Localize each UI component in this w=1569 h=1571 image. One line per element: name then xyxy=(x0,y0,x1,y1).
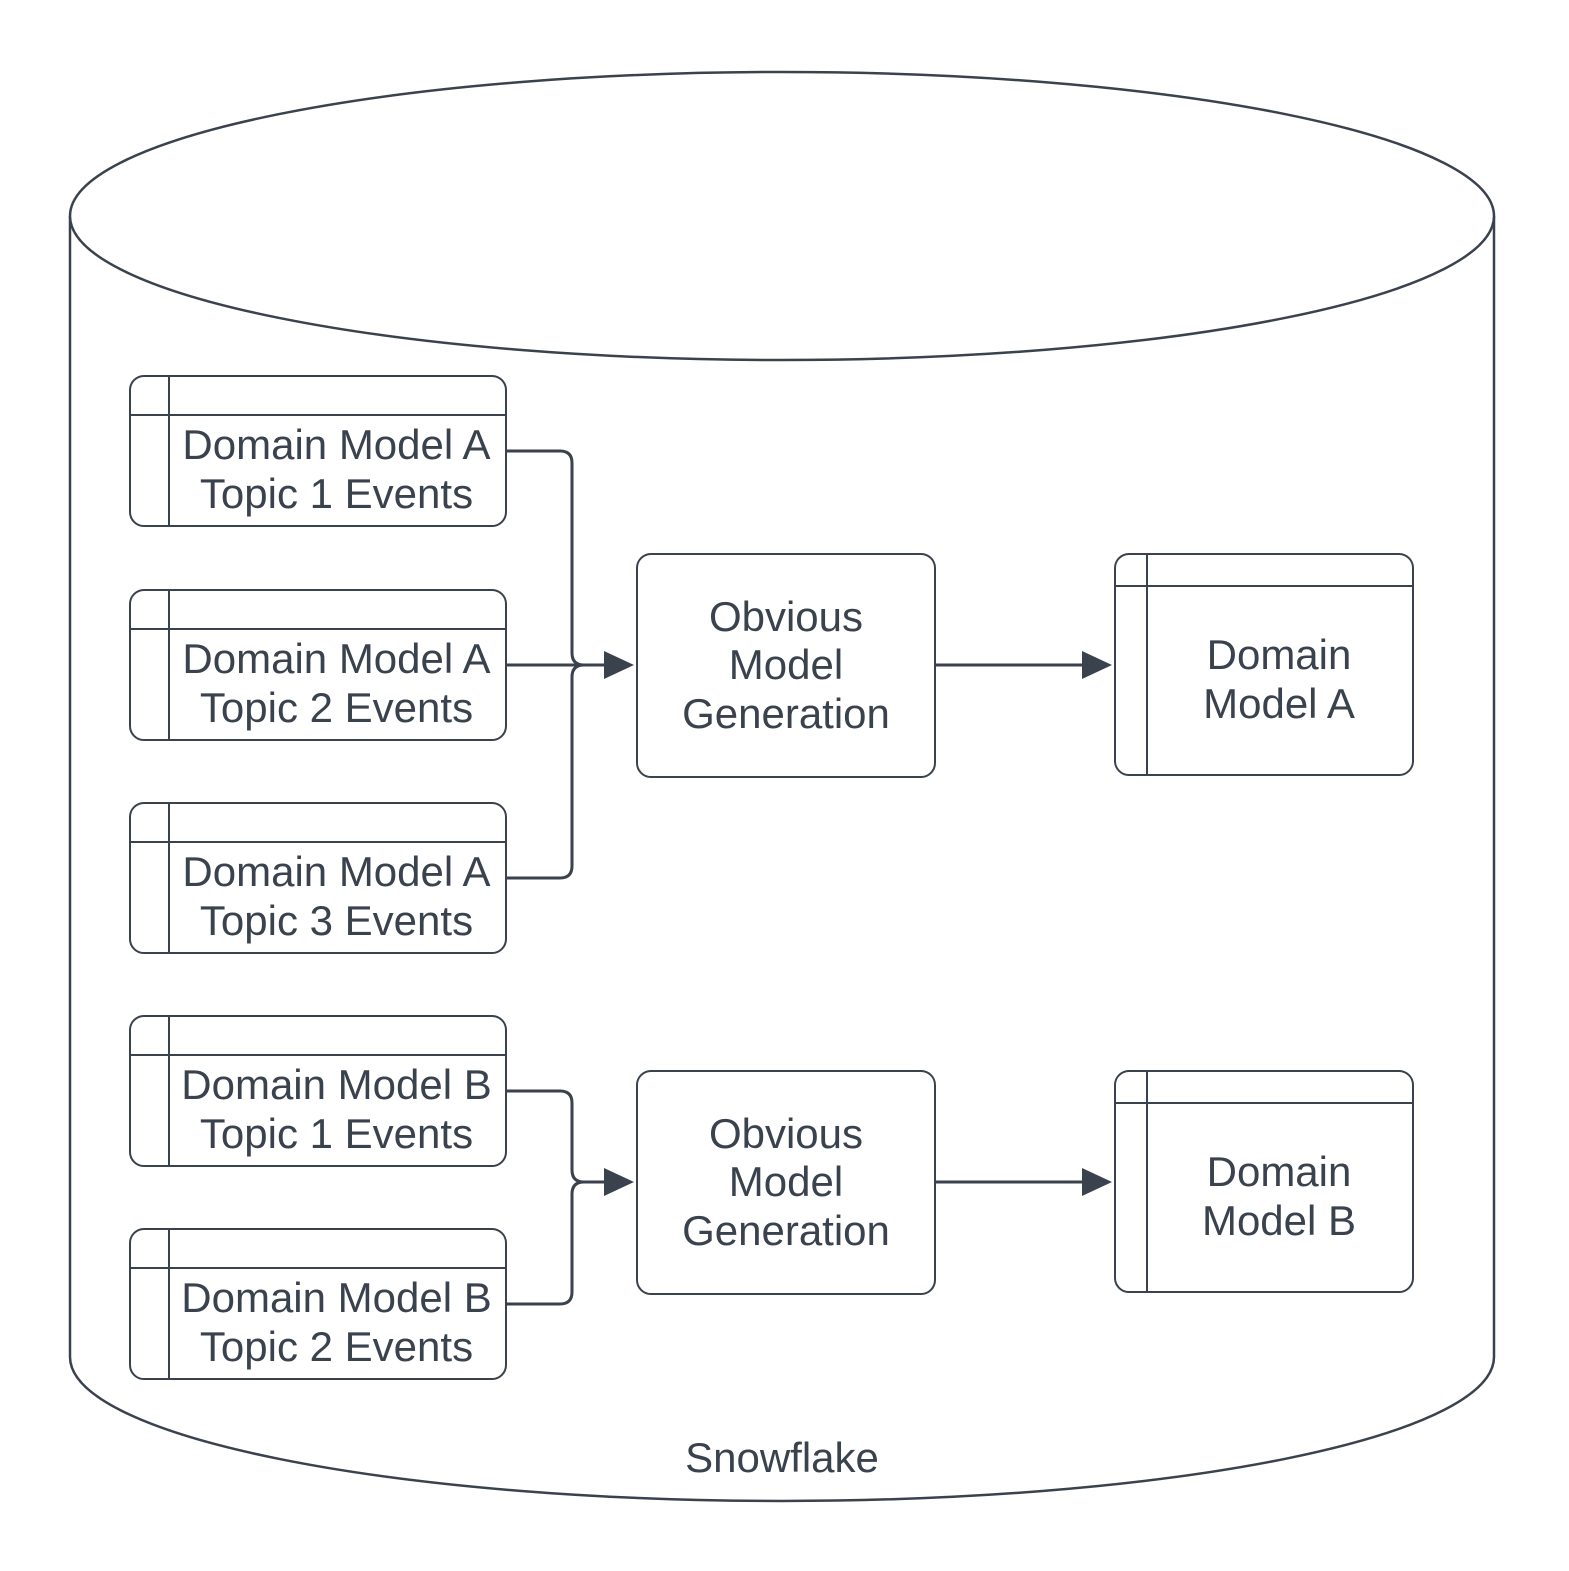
node-obvious-model-generation-b: Obvious Model Generation xyxy=(636,1070,936,1295)
node-label: Domain Model A Topic 3 Events xyxy=(182,848,491,944)
connector-b-topic-2-to-generation-b xyxy=(507,1180,585,1306)
table-header-divider xyxy=(131,628,505,630)
table-column-divider xyxy=(168,1017,170,1165)
node-domain-model-a-topic-1-events: Domain Model A Topic 1 Events xyxy=(129,375,507,527)
table-column-divider xyxy=(168,591,170,739)
node-label: Domain Model B xyxy=(1201,1148,1357,1244)
node-label: Domain Model B Topic 1 Events xyxy=(181,1061,492,1157)
node-label: Obvious Model Generation xyxy=(682,593,890,737)
node-domain-model-b: Domain Model B xyxy=(1114,1070,1414,1293)
table-header-divider xyxy=(1116,1102,1412,1104)
table-column-divider xyxy=(168,1230,170,1378)
snowflake-cylinder-label: Snowflake xyxy=(685,1434,879,1481)
table-column-divider xyxy=(1146,1072,1148,1291)
node-label: Obvious Model Generation xyxy=(682,1110,890,1254)
connector-b-topic-1-to-generation-b xyxy=(507,1089,585,1184)
node-domain-model-a-topic-2-events: Domain Model A Topic 2 Events xyxy=(129,589,507,741)
node-label: Domain Model A Topic 2 Events xyxy=(182,635,491,731)
node-label: Domain Model A Topic 1 Events xyxy=(182,421,491,517)
node-domain-model-a-topic-3-events: Domain Model A Topic 3 Events xyxy=(129,802,507,954)
node-label: Domain Model A xyxy=(1203,631,1355,727)
table-header-divider xyxy=(131,414,505,416)
arrowhead-model-a-input xyxy=(1082,651,1112,679)
arrowhead-generation-a-input xyxy=(604,651,634,679)
table-header-divider xyxy=(1116,585,1412,587)
arrowhead-model-b-input xyxy=(1082,1168,1112,1196)
table-column-divider xyxy=(168,804,170,952)
node-domain-model-b-topic-1-events: Domain Model B Topic 1 Events xyxy=(129,1015,507,1167)
node-obvious-model-generation-a: Obvious Model Generation xyxy=(636,553,936,778)
arrowhead-generation-b-input xyxy=(604,1168,634,1196)
table-column-divider xyxy=(168,377,170,525)
snowflake-cylinder-top-ellipse xyxy=(68,70,1496,362)
table-header-divider xyxy=(131,1054,505,1056)
table-column-divider xyxy=(1146,555,1148,774)
node-domain-model-b-topic-2-events: Domain Model B Topic 2 Events xyxy=(129,1228,507,1380)
table-header-divider xyxy=(131,1267,505,1269)
node-label: Domain Model B Topic 2 Events xyxy=(181,1274,492,1370)
node-domain-model-a: Domain Model A xyxy=(1114,553,1414,776)
table-header-divider xyxy=(131,841,505,843)
